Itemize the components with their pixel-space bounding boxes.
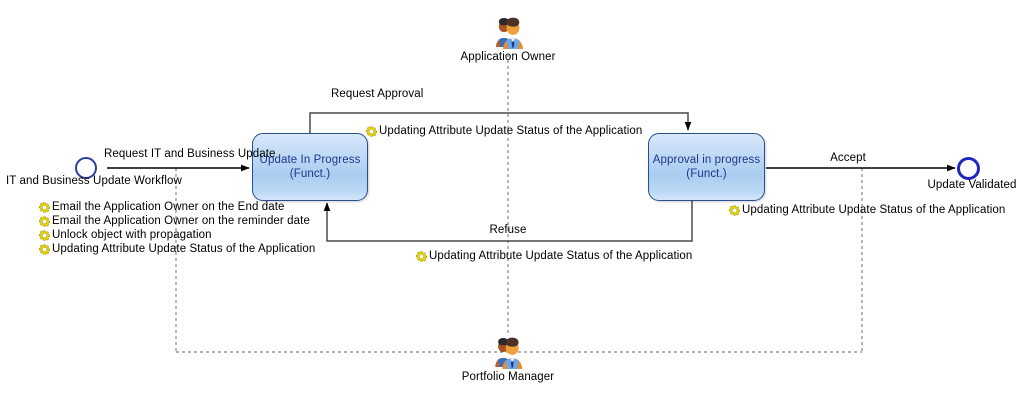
state-label: Update In Progress (Funct.) <box>259 154 361 180</box>
start-node[interactable] <box>75 157 97 179</box>
end-node[interactable] <box>957 157 980 180</box>
actor-application-owner[interactable]: Application Owner <box>460 16 555 63</box>
annotation-start-action-2: Email the Application Owner on the remin… <box>39 215 310 227</box>
annotation-label: Unlock object with propagation <box>52 229 212 241</box>
annotation-label: Email the Application Owner on the remin… <box>52 215 310 227</box>
state-update-in-progress[interactable]: Update In Progress (Funct.) <box>252 133 368 201</box>
annotation-request-approval-action: Updating Attribute Update Status of the … <box>366 125 642 137</box>
state-label: Approval in progress (Funct.) <box>652 154 761 180</box>
gear-icon <box>39 243 50 255</box>
gear-icon <box>416 250 427 262</box>
users-icon <box>495 337 523 369</box>
annotation-start-action-1: Email the Application Owner on the End d… <box>39 201 285 213</box>
transition-label-request-approval: Request Approval <box>331 88 424 100</box>
end-node-label: Update Validated <box>927 179 1017 191</box>
transition-label-refuse: Refuse <box>489 224 527 236</box>
start-node-label: IT and Business Update Workflow <box>6 175 182 187</box>
actor-label: Portfolio Manager <box>461 371 555 383</box>
annotation-start-action-4: Updating Attribute Update Status of the … <box>39 243 315 255</box>
users-icon <box>495 17 523 49</box>
annotation-label: Updating Attribute Update Status of the … <box>52 243 316 255</box>
annotation-label: Email the Application Owner on the End d… <box>52 201 285 213</box>
annotation-label: Updating Attribute Update Status of the … <box>742 204 1006 216</box>
gear-icon <box>39 215 50 227</box>
gear-icon <box>366 125 377 137</box>
annotation-accept-action: Updating Attribute Update Status of the … <box>729 204 1005 216</box>
actor-portfolio-manager[interactable]: Portfolio Manager <box>462 336 554 383</box>
gear-icon <box>39 229 50 241</box>
annotation-label: Updating Attribute Update Status of the … <box>379 125 643 137</box>
state-approval-in-progress[interactable]: Approval in progress (Funct.) <box>648 133 765 201</box>
edge-refuse <box>323 200 693 242</box>
gear-icon <box>39 201 50 213</box>
transition-label-accept: Accept <box>830 152 866 164</box>
edge-request-approval <box>309 112 692 133</box>
annotation-start-action-3: Unlock object with propagation <box>39 229 212 241</box>
annotation-label: Updating Attribute Update Status of the … <box>429 250 693 262</box>
actor-label: Application Owner <box>460 51 556 63</box>
gear-icon <box>729 204 740 216</box>
annotation-refuse-action: Updating Attribute Update Status of the … <box>416 250 692 262</box>
transition-label-request-it-and-business-update: Request IT and Business Update <box>104 148 276 160</box>
